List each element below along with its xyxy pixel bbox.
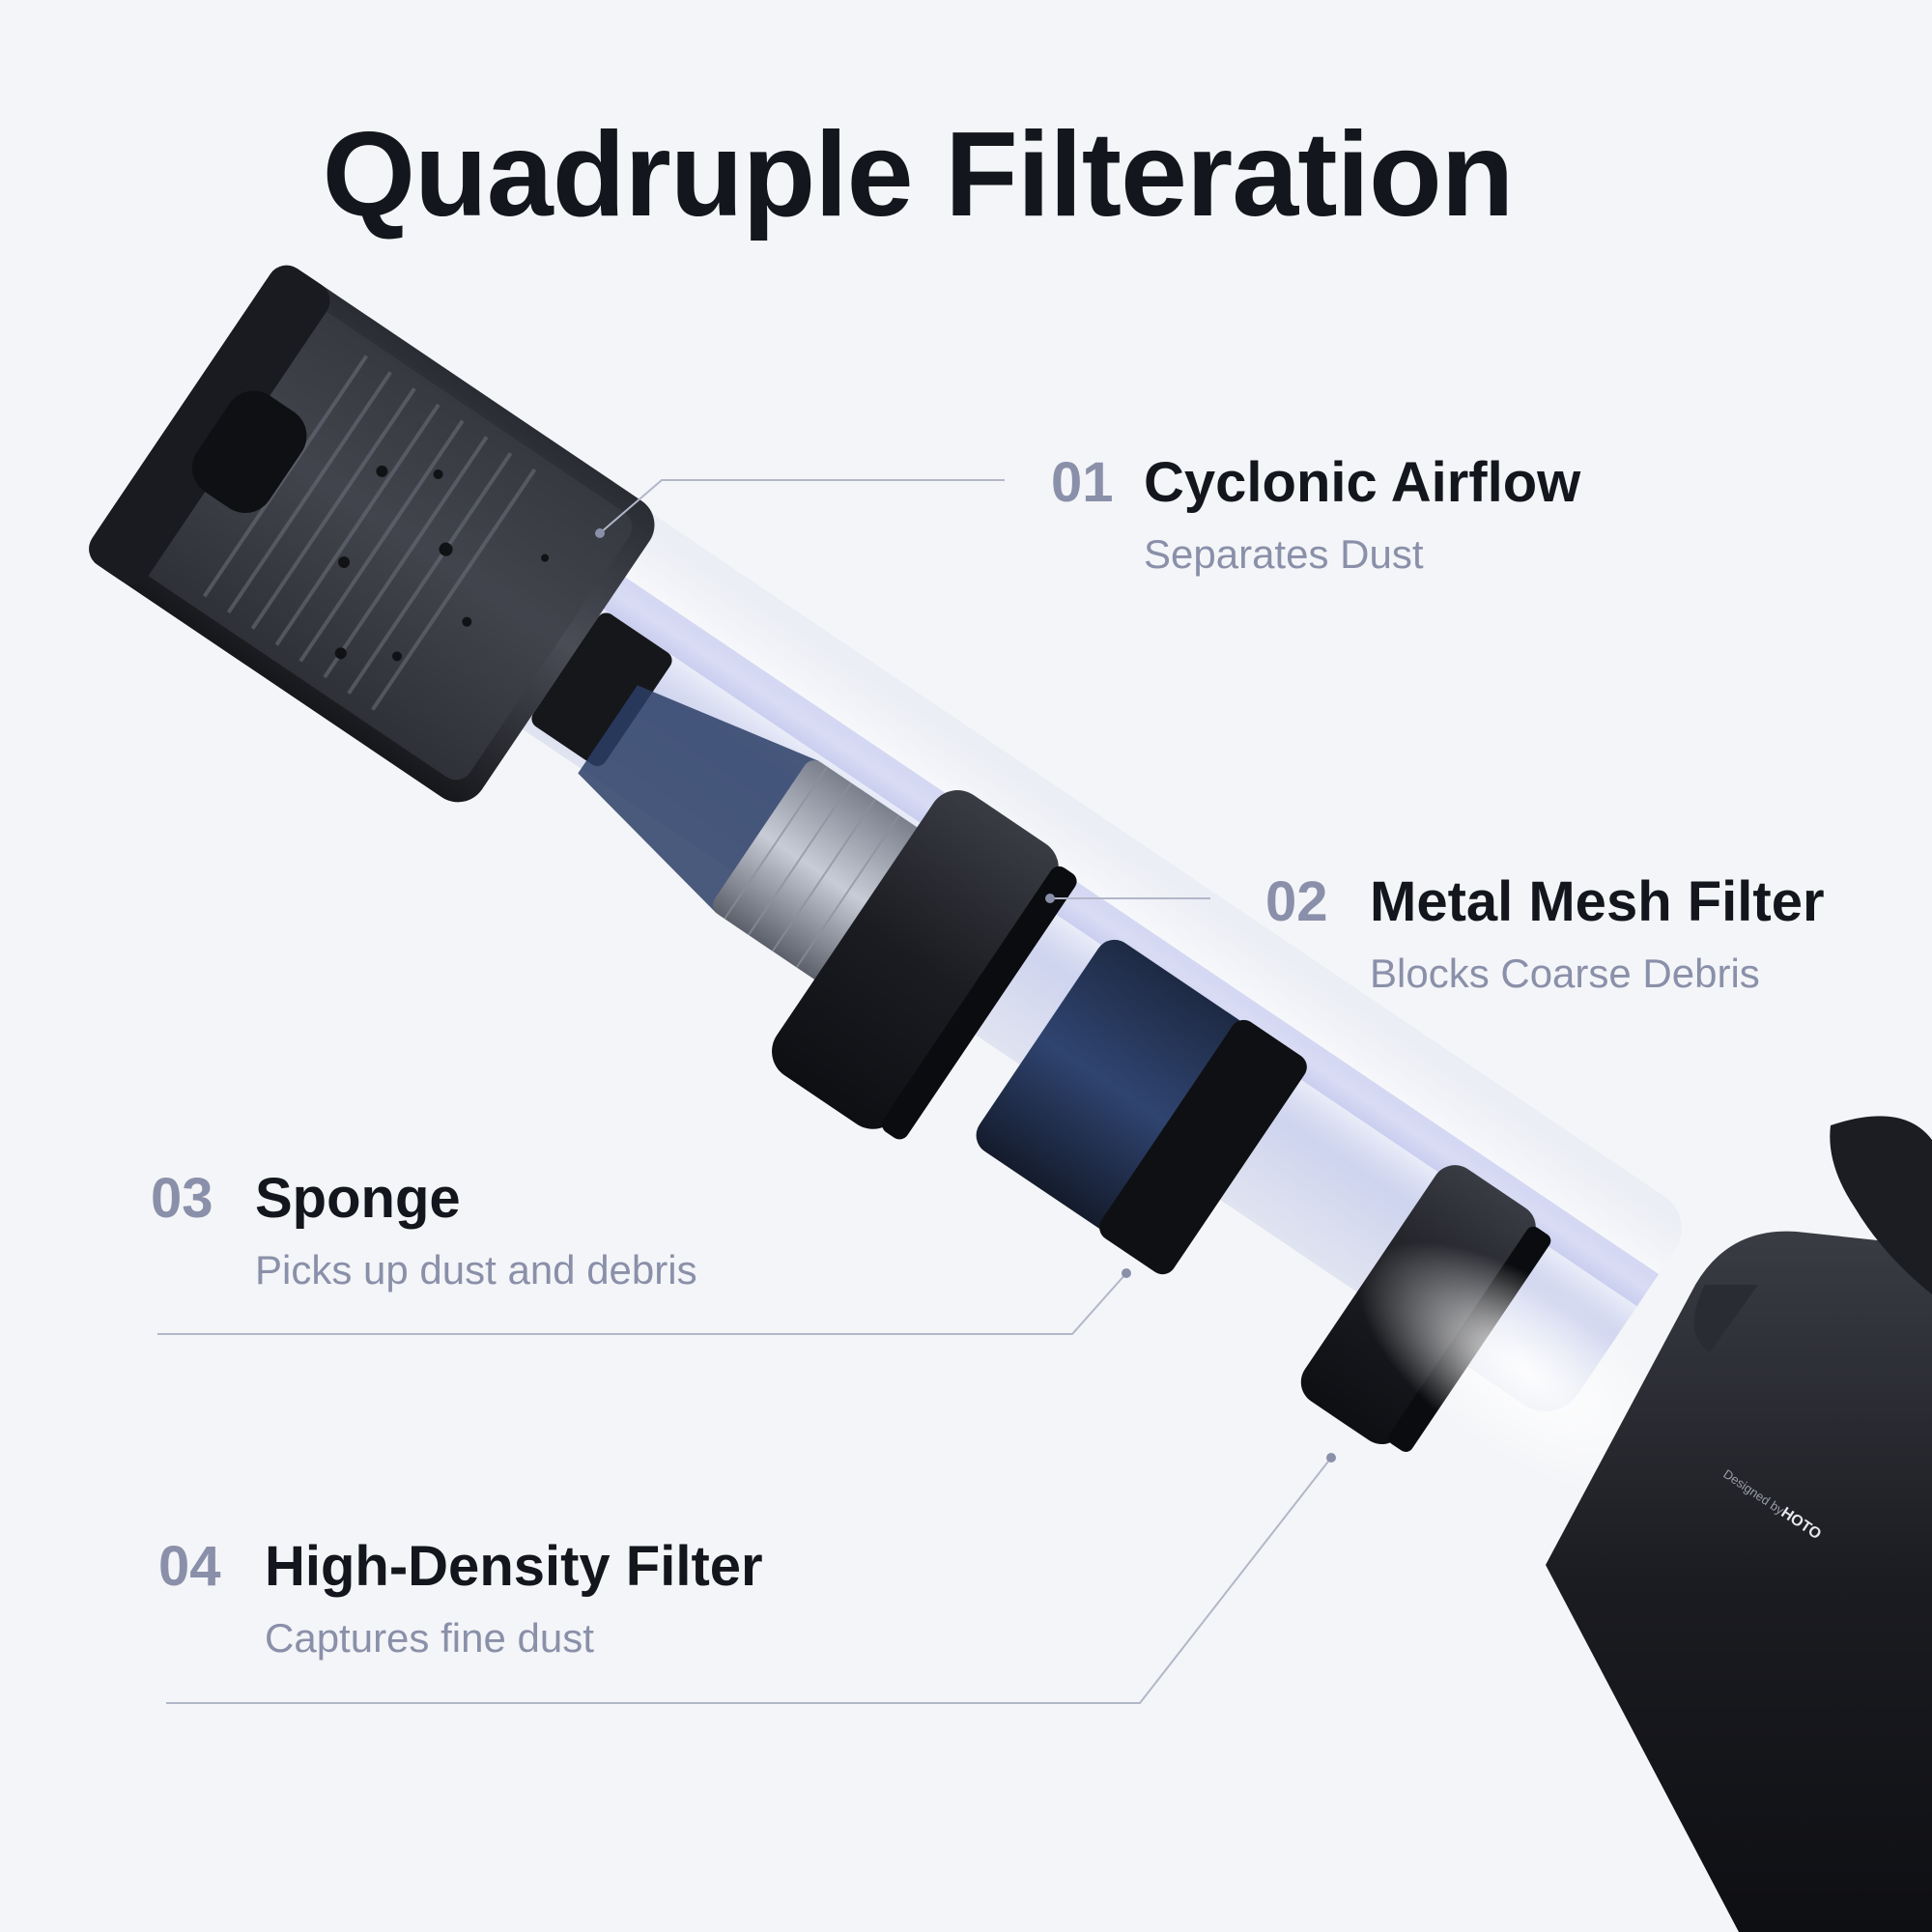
airflow-glow bbox=[1358, 1241, 1694, 1502]
filter-ring-housing bbox=[772, 790, 1077, 1140]
callout-number: 02 bbox=[1265, 870, 1328, 933]
callout-leaders bbox=[157, 479, 1332, 1704]
callout-number: 01 bbox=[1051, 451, 1114, 514]
callout-name: Sponge bbox=[255, 1167, 461, 1230]
callout-leader-dots bbox=[595, 528, 1336, 1463]
page-title: Quadruple Filteration bbox=[322, 108, 1515, 242]
callout-description: Picks up dust and debris bbox=[255, 1247, 697, 1293]
callout-description: Blocks Coarse Debris bbox=[1370, 951, 1760, 996]
vacuum-handle bbox=[1546, 1116, 1932, 1932]
callout-description: Captures fine dust bbox=[265, 1615, 594, 1661]
callout-name: Metal Mesh Filter bbox=[1370, 870, 1825, 933]
callout-number: 03 bbox=[151, 1167, 213, 1230]
callout-description: Separates Dust bbox=[1144, 531, 1424, 577]
sponge-filter bbox=[976, 939, 1307, 1275]
dust-cup bbox=[89, 265, 672, 803]
callout-number: 04 bbox=[158, 1535, 221, 1598]
callout-name: High-Density Filter bbox=[265, 1535, 763, 1598]
callout-name: Cyclonic Airflow bbox=[1144, 451, 1581, 514]
